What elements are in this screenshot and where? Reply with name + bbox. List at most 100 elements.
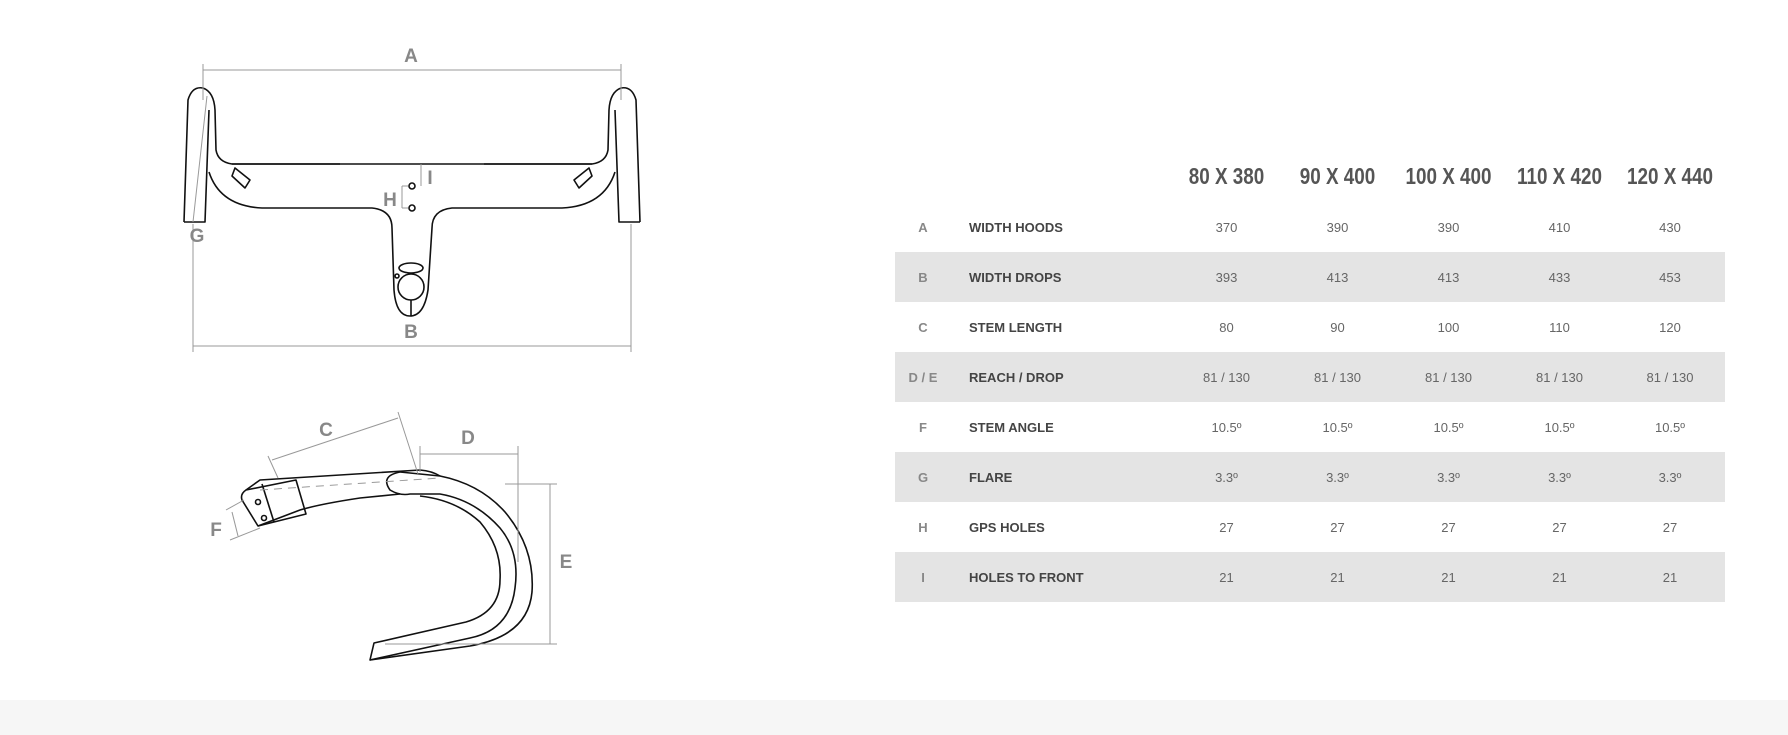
cell: 393 xyxy=(1171,252,1282,302)
cell: 10.5º xyxy=(1654,419,1686,435)
cell: 21 xyxy=(1393,552,1504,602)
cell: 81 / 130 xyxy=(1282,352,1393,402)
size-col-2: 90 X 400 xyxy=(1299,163,1376,189)
left-cable-port xyxy=(231,167,251,189)
cell: 27 xyxy=(1662,519,1678,535)
size-col-5: 120 X 440 xyxy=(1627,163,1713,189)
label-b: B xyxy=(404,322,418,343)
clamp-bolt xyxy=(394,273,400,279)
cell: 27 xyxy=(1219,519,1234,535)
row-name: STEM LENGTH xyxy=(969,319,1063,335)
cell: 433 xyxy=(1504,252,1615,302)
side-bolt-bottom xyxy=(260,514,268,522)
lower-bar-stem xyxy=(208,171,616,317)
cell: 81 / 130 xyxy=(1504,352,1615,402)
cell: 3.3º xyxy=(1282,452,1393,502)
cell: 21 xyxy=(1615,552,1725,602)
cell: 81 / 130 xyxy=(1171,352,1282,402)
row-name: REACH / DROP xyxy=(951,352,1171,402)
right-drop-inner xyxy=(614,109,640,223)
cell: 90 xyxy=(1330,319,1345,335)
row-code: C xyxy=(918,319,928,335)
cell: 390 xyxy=(1326,219,1349,235)
table-row: I HOLES TO FRONT 21 21 21 21 21 xyxy=(895,552,1725,602)
cell: 370 xyxy=(1215,219,1238,235)
cell: 10.5º xyxy=(1544,419,1575,435)
size-header-row: 80 X 380 90 X 400 100 X 400 110 X 420 12… xyxy=(895,140,1725,202)
row-name: GPS HOLES xyxy=(969,519,1045,535)
table-row: F STEM ANGLE 10.5º 10.5º 10.5º 10.5º 10.… xyxy=(895,402,1725,452)
footer-band xyxy=(0,700,1788,735)
side-view xyxy=(240,469,534,661)
right-drop-outline xyxy=(484,86,641,223)
cell: 81 / 130 xyxy=(1615,352,1725,402)
cell: 27 xyxy=(1552,519,1567,535)
cell: 410 xyxy=(1548,219,1571,235)
label-e: E xyxy=(560,552,573,573)
row-name: STEM ANGLE xyxy=(969,419,1054,435)
row-code: H xyxy=(918,519,928,535)
handlebar-diagram: A B G H I C D E F xyxy=(183,46,641,661)
row-code: A xyxy=(918,219,928,235)
table-row: D / E REACH / DROP 81 / 130 81 / 130 81 … xyxy=(895,352,1725,402)
cell: 110 xyxy=(1549,319,1570,335)
side-dimensions xyxy=(225,411,557,645)
gps-hole-bottom xyxy=(408,204,416,212)
steerer-clamp xyxy=(397,273,425,301)
front-view xyxy=(183,86,641,317)
bar-top xyxy=(369,471,534,661)
row-name: HOLES TO FRONT xyxy=(951,552,1171,602)
cell: 10.5º xyxy=(1211,419,1242,435)
cell: 390 xyxy=(1437,219,1460,235)
cell: 3.3º xyxy=(1393,452,1504,502)
cell: 413 xyxy=(1282,252,1393,302)
cell: 21 xyxy=(1282,552,1393,602)
table-row: B WIDTH DROPS 393 413 413 433 453 xyxy=(895,252,1725,302)
cell: 81 / 130 xyxy=(1393,352,1504,402)
cell: 430 xyxy=(1659,219,1681,235)
cell: 21 xyxy=(1171,552,1282,602)
cell: 27 xyxy=(1441,519,1456,535)
row-name: WIDTH DROPS xyxy=(951,252,1171,302)
gps-hole-top xyxy=(408,182,416,190)
left-drop-inner xyxy=(184,109,210,223)
side-bolt-top xyxy=(254,498,262,506)
left-drop-outline xyxy=(183,86,340,223)
label-f: F xyxy=(210,520,222,541)
cell: 80 xyxy=(1219,319,1234,335)
row-name: FLARE xyxy=(951,452,1171,502)
label-i: I xyxy=(427,168,432,189)
cell: 3.3º xyxy=(1615,452,1725,502)
label-d: D xyxy=(461,428,475,449)
label-a: A xyxy=(404,46,418,67)
row-code: D / E xyxy=(895,352,951,402)
table-row: G FLARE 3.3º 3.3º 3.3º 3.3º 3.3º xyxy=(895,452,1725,502)
cell: 21 xyxy=(1504,552,1615,602)
cell: 10.5º xyxy=(1433,419,1464,435)
size-col-4: 110 X 420 xyxy=(1517,163,1602,189)
table-row: C STEM LENGTH 80 90 100 110 120 xyxy=(895,302,1725,352)
right-cable-port xyxy=(573,167,593,189)
label-g: G xyxy=(190,226,205,247)
label-c: C xyxy=(319,420,333,441)
cell: 3.3º xyxy=(1504,452,1615,502)
cell: 10.5º xyxy=(1322,419,1353,435)
stem-underside xyxy=(257,493,401,527)
cell: 27 xyxy=(1330,519,1345,535)
table-row: H GPS HOLES 27 27 27 27 27 xyxy=(895,502,1725,552)
geometry-table: 80 X 380 90 X 400 100 X 400 110 X 420 12… xyxy=(895,140,1725,602)
stem-cap xyxy=(398,262,424,274)
size-col-1: 80 X 380 xyxy=(1188,163,1265,189)
row-name: WIDTH HOODS xyxy=(969,219,1063,235)
drop-curve-outer xyxy=(369,471,517,661)
cell: 120 xyxy=(1659,319,1681,335)
row-code: I xyxy=(895,552,951,602)
cell: 453 xyxy=(1615,252,1725,302)
cell: 100 xyxy=(1437,319,1460,335)
label-h: H xyxy=(383,190,397,211)
cell: 413 xyxy=(1393,252,1504,302)
cell: 3.3º xyxy=(1171,452,1282,502)
table-row: A WIDTH HOODS 370 390 390 410 430 xyxy=(895,202,1725,252)
size-col-3: 100 X 400 xyxy=(1405,163,1492,189)
side-clamp-split xyxy=(261,483,275,523)
